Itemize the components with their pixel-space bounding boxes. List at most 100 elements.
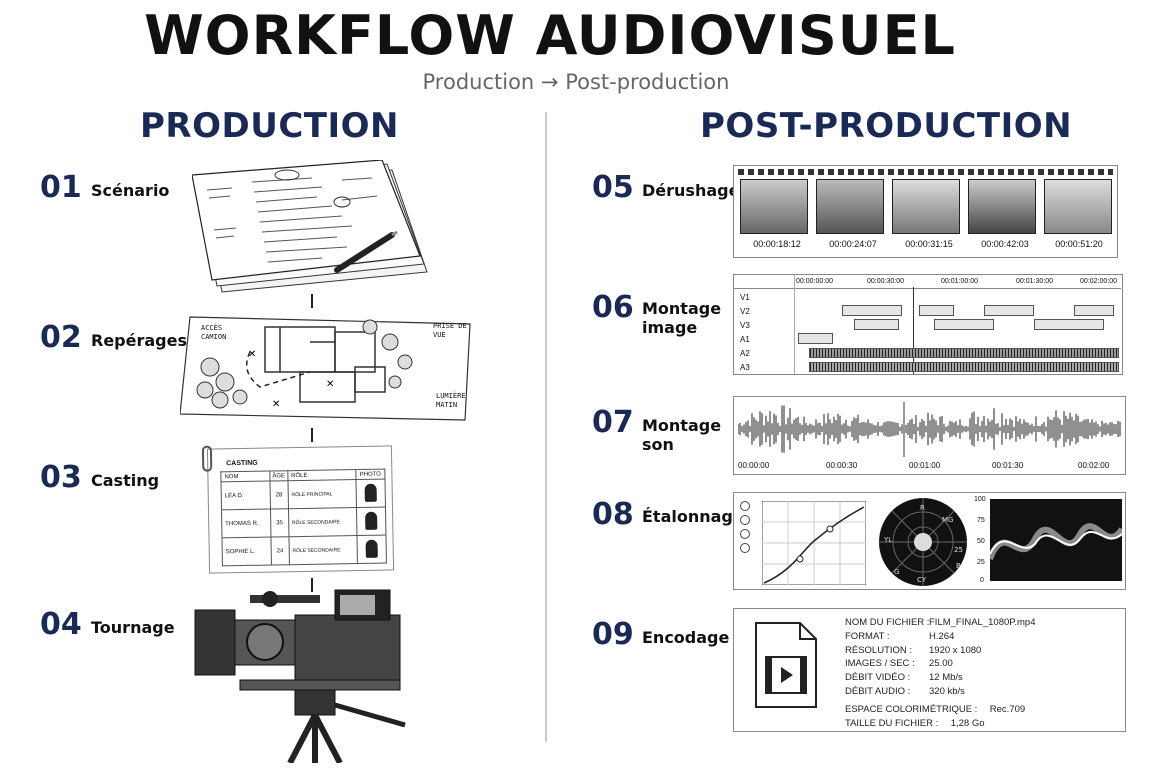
ruler-tick: 00:02:00:00 (1080, 278, 1117, 285)
video-clip[interactable] (842, 305, 902, 316)
rush-timecode: 00:00:31:15 (905, 239, 953, 249)
track-label-v1: V1 (740, 293, 750, 302)
step-number: 03 (40, 460, 82, 495)
page-title: WORKFLOW AUDIOVISUEL (144, 4, 956, 67)
encoding-size-row: TAILLE DU FICHIER : 1,28 Go (845, 713, 1125, 731)
waveform-tick: 00:00:30 (826, 461, 858, 470)
portrait-icon (356, 535, 387, 564)
encoding-values: FILM_FINAL_1080P.mp4 H.264 1920 x 1080 2… (929, 616, 1109, 699)
vectorscope-label: YL (883, 536, 892, 544)
ruler-tick: 00:01:30:00 (1016, 278, 1053, 285)
table-cell: LÉA D. (221, 481, 271, 510)
column-divider (545, 112, 547, 742)
encoding-keys: NOM DU FICHIER : FORMAT : RÉSOLUTION : I… (845, 616, 975, 699)
connector-line (311, 294, 313, 308)
waveform-display (987, 499, 1125, 581)
vectorscope-label: CY (917, 576, 927, 584)
waveform-tick: 00:00:00 (738, 461, 770, 470)
waveform-scale-label: 0 (980, 577, 984, 584)
encoding-value: 1,28 Go (950, 718, 985, 729)
postproduction-heading: POST-PRODUCTION (700, 106, 1073, 146)
step-label-derushage: Dérushage (642, 181, 740, 200)
ruler-tick: 00:00:30:00 (867, 278, 904, 285)
step-label-casting: Casting (91, 471, 160, 490)
step-label-montage-image-line2: image (642, 318, 698, 337)
film-perforations (738, 169, 1113, 175)
rush-thumbnail (740, 179, 808, 234)
step-number: 09 (592, 617, 634, 652)
map-label-light: LUMIÈRE MATIN (436, 392, 466, 409)
map-label-access: ACCÈS CAMION (201, 324, 227, 341)
step-label-montage-son-line2: son (642, 435, 674, 454)
portrait-icon (356, 507, 386, 536)
step-number: 01 (40, 170, 82, 205)
svg-text:✕: ✕ (248, 349, 256, 360)
encoding-value: H.264 (929, 630, 955, 642)
step-number: 05 (592, 170, 634, 205)
rush-timecode: 00:00:24:07 (829, 239, 877, 249)
track-label-v3: V3 (740, 321, 750, 330)
tool-icon[interactable] (740, 543, 750, 553)
track-label-a2: A2 (740, 349, 750, 358)
step-label-encodage: Encodage (642, 628, 730, 647)
video-clip[interactable] (984, 305, 1034, 316)
waveform-scale-label: 75 (977, 517, 985, 524)
svg-text:✕: ✕ (272, 399, 280, 410)
encoding-key: FORMAT : (845, 630, 890, 642)
connector-line (311, 428, 313, 442)
encoding-value: 25.00 (929, 658, 953, 670)
waveform-scale-label: 100 (974, 496, 986, 503)
vectorscope-label: R (920, 504, 925, 512)
audio-waveform-track[interactable] (809, 362, 1119, 372)
rush-thumbnail (968, 179, 1036, 234)
step-label-reperages: Repérages (91, 331, 187, 350)
waveform-scale-label: 25 (977, 559, 985, 566)
waveform-monitor: 100 75 50 25 0 (974, 496, 1125, 584)
video-clip[interactable] (934, 319, 994, 330)
rush-timecode: 00:00:51:20 (1055, 239, 1103, 249)
encoding-info-panel: NOM DU FICHIER : FORMAT : RÉSOLUTION : I… (733, 608, 1126, 732)
step-number: 04 (40, 607, 82, 642)
video-clip[interactable] (919, 305, 954, 316)
step-label-montage-image-line1: Montage (642, 299, 722, 318)
waveform-scale-label: 50 (977, 538, 985, 545)
table-cell: THOMAS R. (221, 509, 271, 538)
tool-icon[interactable] (740, 529, 750, 539)
step-number: 08 (592, 497, 634, 532)
video-clip[interactable] (1034, 319, 1104, 330)
portrait-icon (355, 479, 386, 508)
audio-waveform-track[interactable] (809, 348, 1119, 358)
playhead[interactable] (913, 287, 914, 374)
casting-col-photo: PHOTO (355, 469, 385, 480)
rush-thumbnail (816, 179, 884, 234)
casting-title: CASTING (226, 459, 258, 468)
waveform-tick: 00:02:00 (1078, 461, 1110, 470)
video-clip[interactable] (854, 319, 899, 330)
encoding-key: DÉBIT AUDIO : (845, 685, 911, 697)
rush-timecode: 00:00:42:03 (981, 239, 1029, 249)
audio-waveform-panel: 00:00:00 00:00:30 00:01:00 00:01:30 00:0… (733, 396, 1126, 475)
map-label-view: PRISE DE VUE (433, 322, 467, 339)
rush-thumbnail (1044, 179, 1112, 234)
audio-clip[interactable] (798, 333, 833, 344)
encoding-value: 320 kb/s (929, 685, 965, 697)
filmstrip-panel: 00:00:18:12 00:00:24:07 00:00:31:15 00:0… (733, 165, 1118, 258)
color-curve[interactable] (762, 501, 866, 585)
step-label-tournage: Tournage (91, 618, 175, 637)
color-grading-panel: R MG YL B G CY 25 100 75 50 25 0 (733, 492, 1126, 590)
track-label-a3: A3 (740, 363, 750, 372)
casting-sheet: CASTING NOM ÂGE RÔLE PHOTO LÉA D. 28 RÔL… (201, 445, 395, 574)
video-clip[interactable] (1074, 305, 1114, 316)
table-cell: RÔLE PRINCIPAL (287, 479, 357, 509)
encoding-key: ESPACE COLORIMÉTRIQUE : (845, 704, 978, 715)
connector-line (311, 578, 313, 592)
rush-timecode: 00:00:18:12 (753, 239, 801, 249)
page-subtitle: Production → Post-production (422, 70, 730, 94)
encoding-value: 12 Mb/s (929, 672, 963, 684)
vectorscope-label: MG (942, 516, 953, 524)
tool-icon[interactable] (740, 501, 750, 511)
tool-icon[interactable] (740, 515, 750, 525)
encoding-key: DÉBIT VIDÉO : (845, 672, 911, 684)
vectorscope-label: G (894, 568, 899, 576)
audio-waveform (738, 402, 1121, 457)
